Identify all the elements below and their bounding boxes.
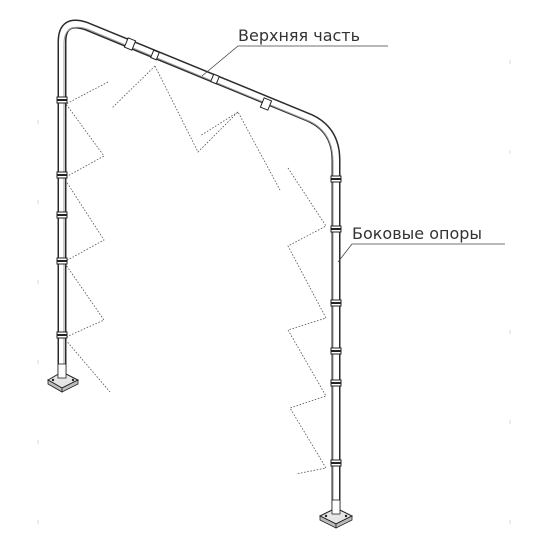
left-base-plate [46, 363, 80, 393]
label-side-supports: Боковые опоры [352, 224, 482, 243]
label-top-part: Верхняя часть [238, 26, 360, 45]
tube-clamps [56, 37, 342, 467]
guide-lines [63, 65, 327, 475]
sheet-edge-marks [37, 60, 511, 524]
right-base-plate [318, 499, 354, 529]
frame-tube [57, 19, 341, 521]
label-leaders [201, 45, 505, 263]
